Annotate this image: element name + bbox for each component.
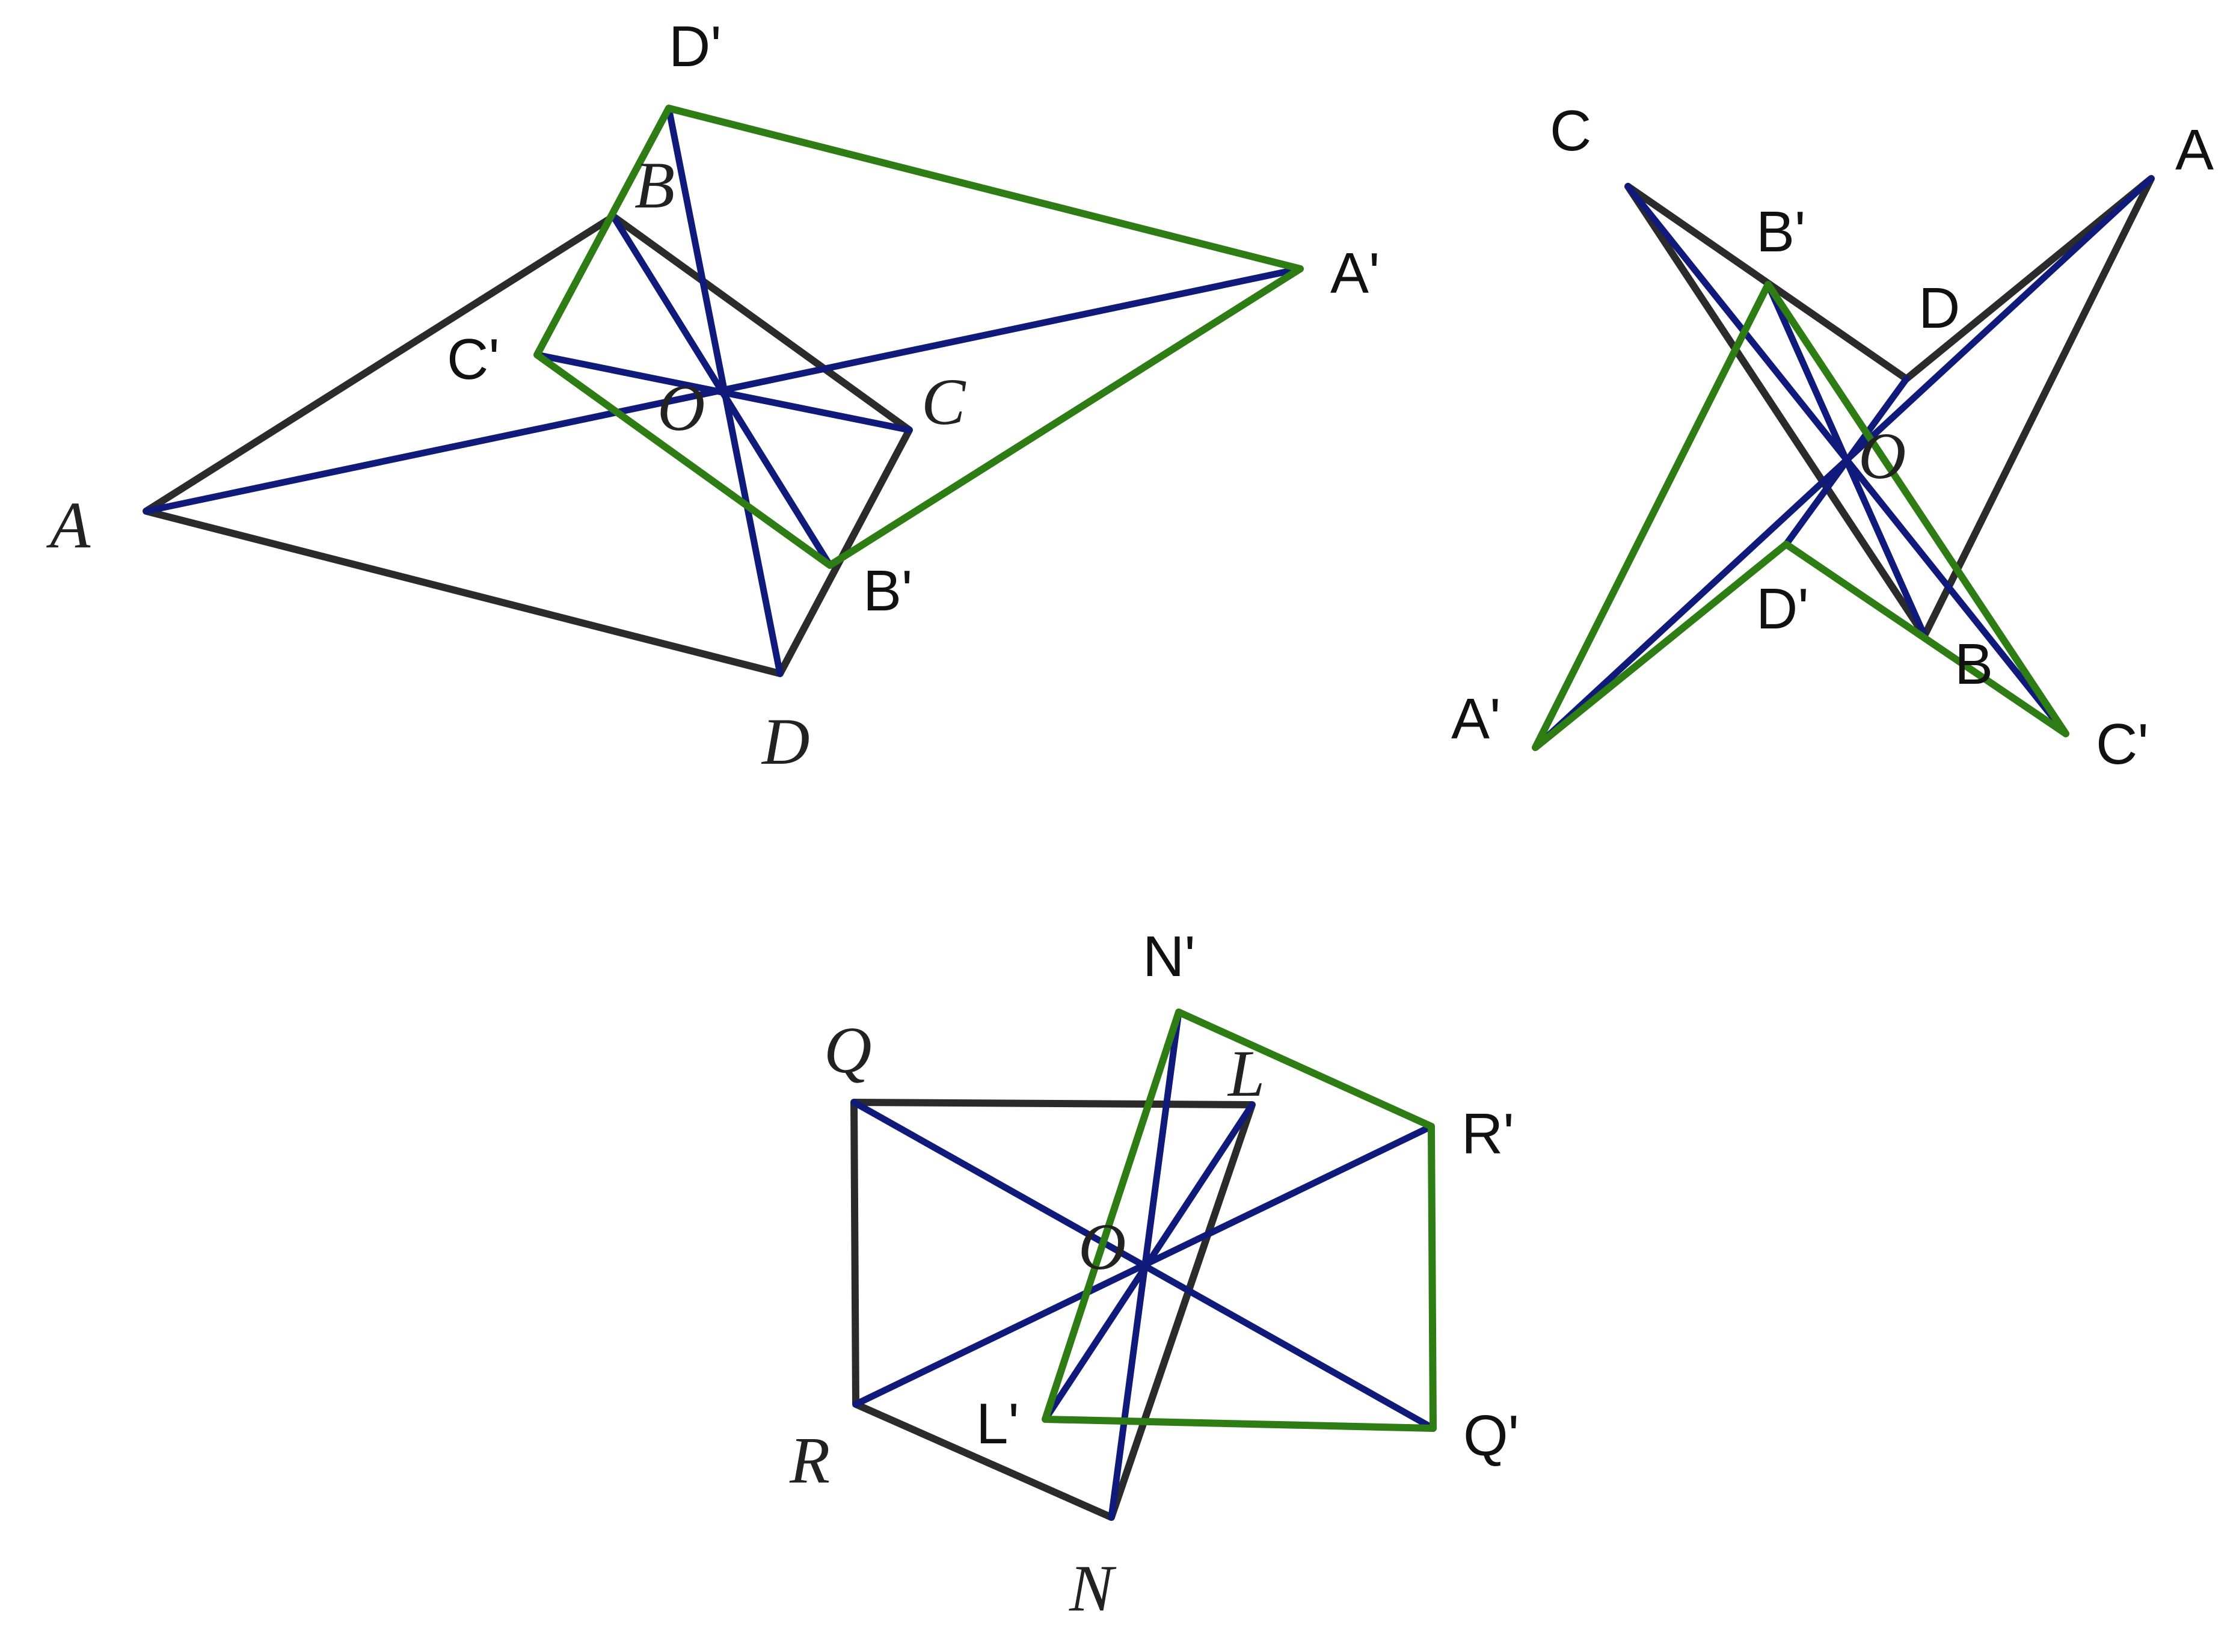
fig2-reflected-polygon [1532, 281, 2069, 751]
fig3-label-R-prime: R' [1461, 1102, 1514, 1166]
fig1-label-A-prime: A' [1330, 241, 1380, 306]
fig3-label-L: L [1227, 1037, 1265, 1110]
fig1-label-B-prime: B' [863, 559, 912, 623]
fig1-label-D: D [761, 705, 809, 778]
fig3-label-N-prime: N' [1143, 924, 1196, 989]
fig2-label-A: A [2175, 118, 2214, 182]
fig3-label-O: O [1078, 1210, 1126, 1283]
reflected-polygons [533, 105, 2069, 1432]
fig3-label-R: R [789, 1423, 830, 1497]
fig3-reflected-polygon [1042, 1009, 1437, 1432]
fig2-label-C-prime: C' [2096, 712, 2149, 776]
fig2-label-B: B [1955, 632, 1993, 696]
fig1-label-B: B [634, 149, 675, 222]
fig2-label-A-prime: A' [1451, 687, 1500, 751]
fig2-connector-D-Dp [1783, 375, 1910, 548]
fig2-label-C: C [1550, 99, 1591, 163]
fig2-label-D: D [1918, 276, 1960, 340]
fig1-label-C-prime: C' [447, 327, 500, 392]
vertex-labels: A B C D O A' B' C' D' A B C D O A' B' C' D' Q L N R O N' R' Q' L' [46, 14, 2214, 1625]
fig1-connector-D-Dp [665, 105, 784, 677]
fig3-label-L-prime: L' [976, 1392, 1019, 1456]
fig1-label-C: C [921, 365, 966, 438]
fig1-label-D-prime: D' [669, 14, 722, 79]
fig3-label-N: N [1069, 1552, 1117, 1625]
fig1-label-A: A [46, 488, 91, 562]
fig3-label-Q: Q [824, 1013, 871, 1087]
fig2-label-D-prime: D' [1756, 577, 1809, 641]
fig2-label-O: O [1858, 419, 1906, 493]
connector-lines [143, 105, 2155, 1521]
fig1-reflected-polygon [533, 105, 1304, 569]
fig3-label-Q-prime: Q' [1463, 1404, 1519, 1468]
fig1-label-O: O [657, 371, 705, 444]
fig1-original-polygon [143, 213, 913, 677]
fig2-label-B-prime: B' [1756, 200, 1805, 264]
fig3-connector-R-Rp [852, 1123, 1435, 1408]
